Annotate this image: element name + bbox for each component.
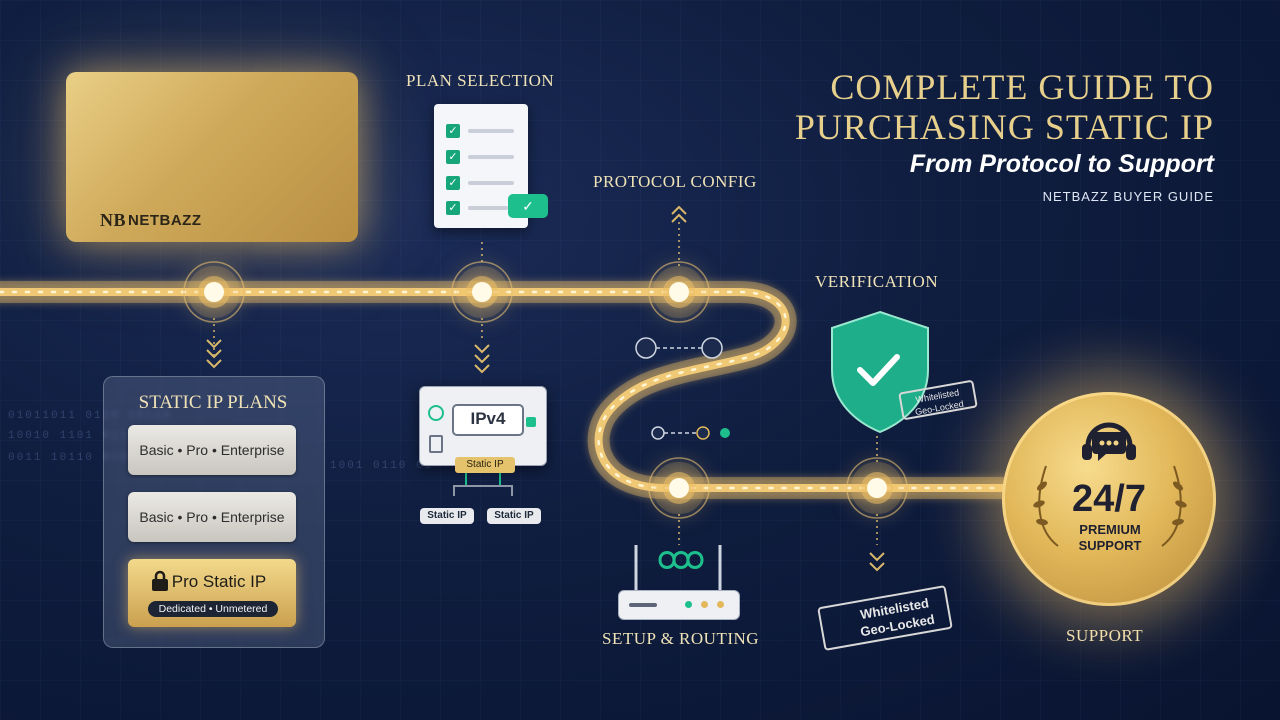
- plan-option-button[interactable]: Basic • Pro • Enterprise: [128, 492, 296, 542]
- title-line-2: PURCHASING STATIC IP: [794, 107, 1214, 147]
- support-medal-line: SUPPORT: [1078, 538, 1142, 553]
- static-ip-tag: Static IP: [455, 457, 515, 473]
- support-medal-line: PREMIUM: [1079, 522, 1141, 537]
- brand-name: NETBAZZ: [128, 212, 202, 229]
- router-led-icon: [701, 601, 708, 608]
- step-label-plan-selection: PLAN SELECTION: [406, 71, 555, 90]
- step-label-protocol-config: PROTOCOL CONFIG: [593, 172, 757, 191]
- router-device: [618, 590, 740, 620]
- lock-icon: [150, 570, 170, 592]
- checkbox-checked-icon: ✓: [446, 201, 460, 215]
- step-label-support: SUPPORT: [1066, 626, 1144, 645]
- step-node-verification[interactable]: [867, 478, 887, 498]
- static-ip-pill: Static IP: [420, 508, 474, 524]
- document-icon: [429, 435, 443, 453]
- featured-plan-name: Pro Static IP: [171, 572, 267, 591]
- gold-card: [66, 72, 358, 242]
- router-led-icon: [685, 601, 692, 608]
- status-icon: [428, 405, 444, 421]
- background-binary-decor: 1001 0110 01: [330, 460, 434, 472]
- static-ip-pill: Static IP: [487, 508, 541, 524]
- step-node-plan-selection[interactable]: [472, 282, 492, 302]
- ipv4-label: IPv4: [452, 404, 524, 436]
- title-line-1: COMPLETE GUIDE TO: [830, 67, 1214, 107]
- laurel-right-icon: [1156, 446, 1190, 556]
- router-slot: [629, 603, 657, 607]
- step-node-plans[interactable]: [204, 282, 224, 302]
- step-label-setup-routing: SETUP & ROUTING: [602, 629, 760, 648]
- checkbox-checked-icon: ✓: [446, 124, 460, 138]
- text-line: [468, 206, 508, 210]
- guide-label: NETBAZZ BUYER GUIDE: [1042, 189, 1214, 204]
- text-line: [468, 155, 514, 159]
- plans-title: STATIC IP PLANS: [138, 392, 288, 413]
- subtitle: From Protocol to Support: [909, 150, 1214, 178]
- brand-logo: NB NETBAZZ: [100, 210, 202, 231]
- checklist-document: ✓ ✓ ✓ ✓: [434, 104, 528, 228]
- plan-option-button[interactable]: Basic • Pro • Enterprise: [128, 425, 296, 475]
- checkbox-checked-icon: ✓: [446, 176, 460, 190]
- step-node-setup-routing[interactable]: [669, 478, 689, 498]
- status-led-icon: [526, 417, 536, 427]
- approved-check-icon: ✓: [508, 194, 548, 218]
- headset-icon: [1078, 416, 1140, 474]
- featured-plan-tag: Dedicated • Unmetered: [148, 601, 278, 617]
- text-line: [468, 129, 514, 133]
- text-line: [468, 181, 514, 185]
- laurel-left-icon: [1030, 446, 1064, 556]
- brand-mark: NB: [100, 210, 127, 230]
- step-label-verification: VERIFICATION: [815, 272, 939, 291]
- checkbox-checked-icon: ✓: [446, 150, 460, 164]
- step-node-protocol-config[interactable]: [669, 282, 689, 302]
- support-medal-text: PREMIUM SUPPORT: [1040, 522, 1180, 554]
- support-hours: 24/7: [1072, 478, 1146, 520]
- router-led-icon: [717, 601, 724, 608]
